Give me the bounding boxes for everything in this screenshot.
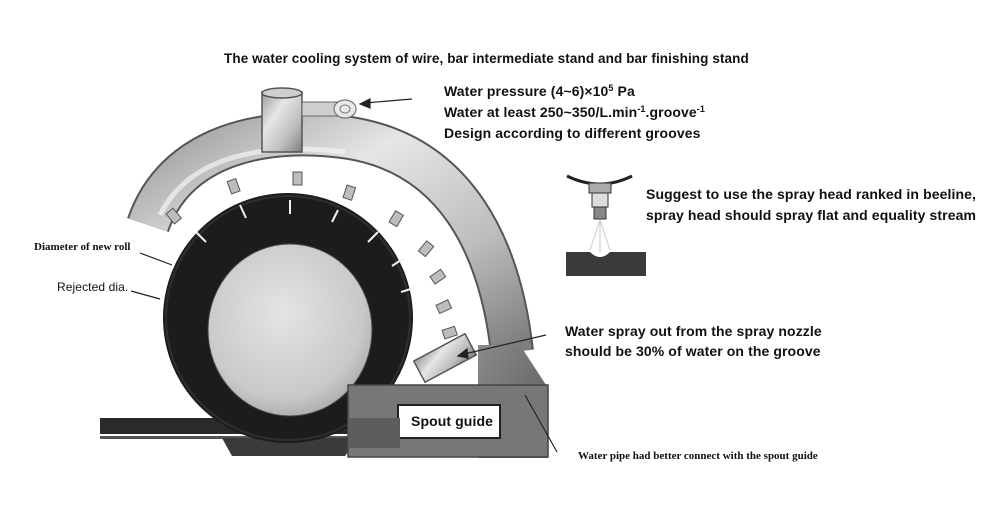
- diagram-title: The water cooling system of wire, bar in…: [224, 51, 749, 66]
- water-pressure-text: Water pressure (4~6)×10: [444, 83, 609, 99]
- water-pipe-note: Water pipe had better connect with the s…: [578, 450, 818, 462]
- design-note: Design according to different grooves: [444, 125, 701, 141]
- flow-exponent-2: -1: [696, 104, 705, 114]
- curved-spray-pipe: [127, 87, 534, 384]
- pressure-unit: Pa: [613, 83, 635, 99]
- leader-lines: [130, 98, 558, 453]
- water-pressure-label: Water pressure (4~6)×105 Pa: [444, 83, 635, 99]
- spray-ticks: [195, 200, 415, 293]
- rejected-dia-label: Rejected dia.: [57, 280, 129, 294]
- flow-groove-text: .groove: [645, 104, 697, 120]
- roll-core: [208, 244, 372, 416]
- water-flow-label: Water at least 250~350/L.min-1.groove-1: [444, 104, 705, 120]
- spray-head-sketch: [566, 174, 646, 276]
- flow-exponent-1: -1: [637, 104, 646, 114]
- spout-guide-label: Spout guide: [411, 413, 493, 429]
- nozzles: [165, 171, 458, 340]
- spray-head-note-line2: spray head should spray flat and equalit…: [646, 207, 977, 223]
- pressure-exponent: 5: [608, 83, 614, 93]
- spray-out-line1: Water spray out from the spray nozzle: [565, 323, 822, 339]
- spray-head-note-line1: Suggest to use the spray head ranked in …: [646, 186, 976, 202]
- diameter-new-roll-label: Diameter of new roll: [34, 241, 131, 253]
- spout-guide-block: [347, 345, 549, 458]
- roll: [163, 193, 413, 443]
- spray-out-line2: should be 30% of water on the groove: [565, 343, 821, 359]
- water-flow-text: Water at least 250~350/L.min: [444, 104, 638, 120]
